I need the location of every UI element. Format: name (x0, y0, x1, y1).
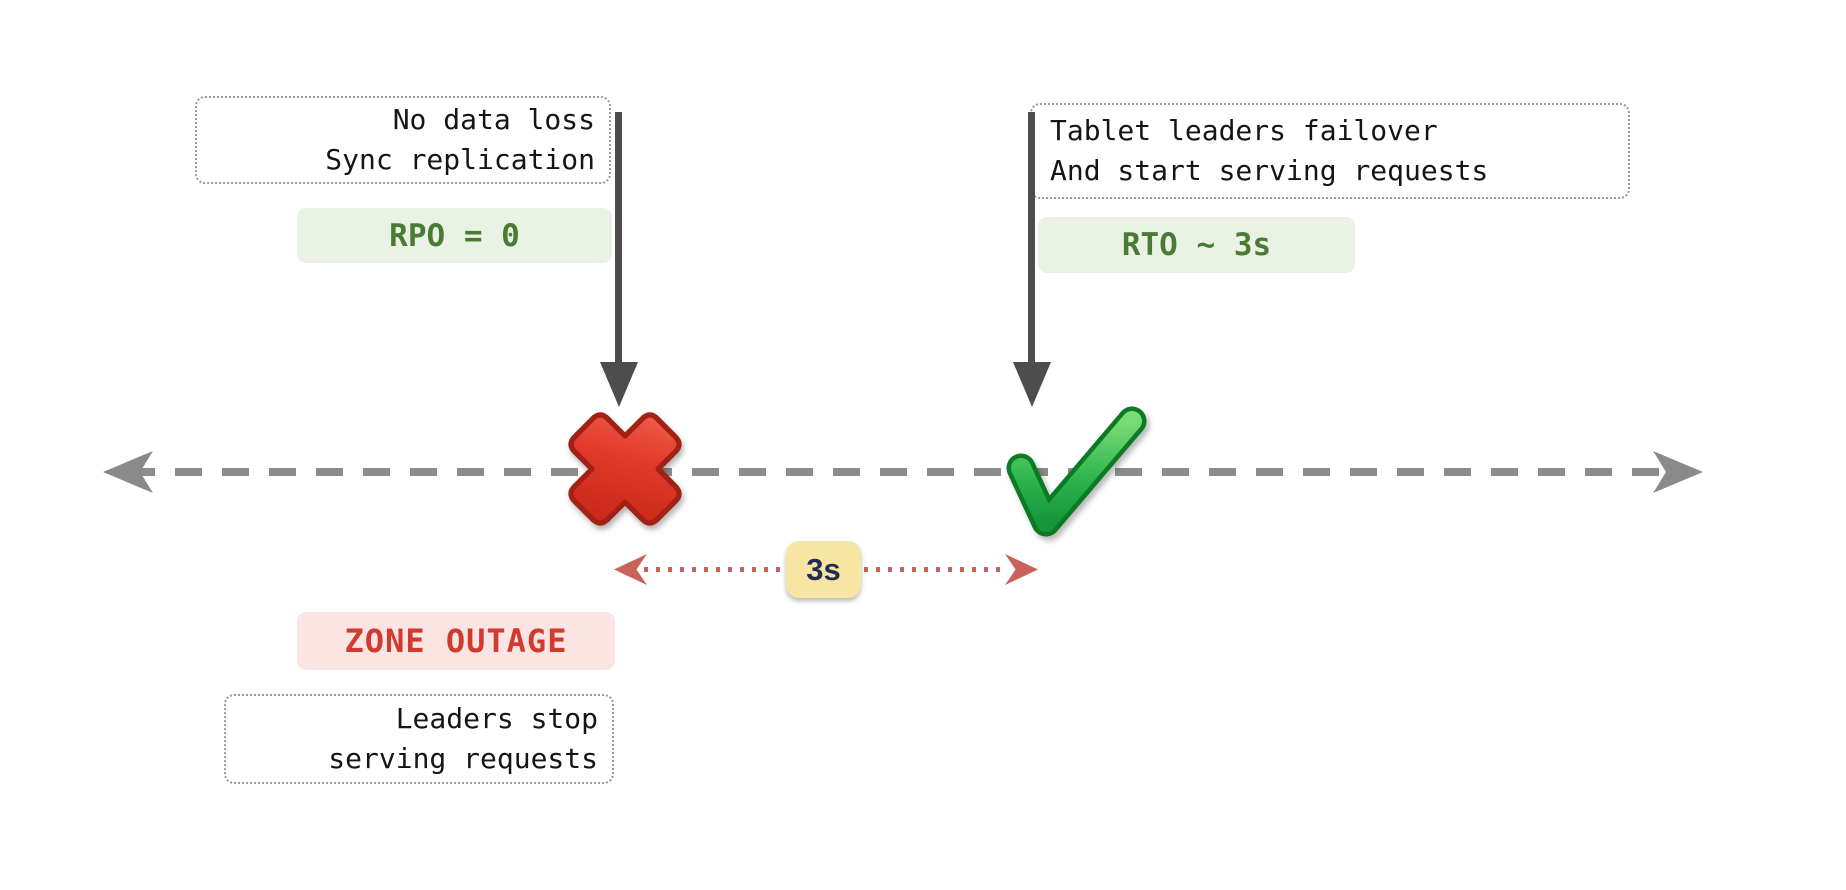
note-line: serving requests (328, 742, 598, 775)
cross-mark-icon (556, 400, 694, 538)
measure-dotted-line-left (644, 567, 784, 572)
note-line: No data loss (392, 103, 595, 136)
note-no-data-loss: No data loss Sync replication (195, 96, 611, 184)
measure-left-arrowhead-icon (614, 554, 647, 585)
zone-outage-badge-label: ZONE OUTAGE (344, 622, 568, 660)
outage-event-down-arrow-icon (615, 112, 622, 364)
measure-right-arrowhead-icon (1005, 554, 1038, 585)
duration-badge-label: 3s (806, 551, 841, 587)
check-mark-icon (1005, 406, 1147, 546)
timeline-dashed-line (128, 468, 1666, 476)
duration-badge: 3s (786, 541, 861, 598)
rpo-badge: RPO = 0 (297, 208, 612, 263)
rpo-badge-label: RPO = 0 (389, 217, 520, 254)
note-line: Sync replication (325, 143, 595, 176)
zone-outage-badge: ZONE OUTAGE (297, 612, 615, 670)
rto-badge: RTO ~ 3s (1038, 217, 1355, 273)
recovery-event-down-arrow-icon (1028, 112, 1035, 364)
note-line: Leaders stop (395, 702, 598, 735)
recovery-event-down-arrowhead-icon (1013, 362, 1051, 407)
note-tablet-leaders-failover: Tablet leaders failover And start servin… (1030, 103, 1630, 199)
note-line: And start serving requests (1050, 154, 1489, 187)
note-leaders-stop-serving: Leaders stop serving requests (224, 694, 614, 784)
measure-dotted-line-right (864, 567, 1006, 572)
note-line: Tablet leaders failover (1050, 114, 1438, 147)
rto-badge-label: RTO ~ 3s (1121, 227, 1272, 263)
